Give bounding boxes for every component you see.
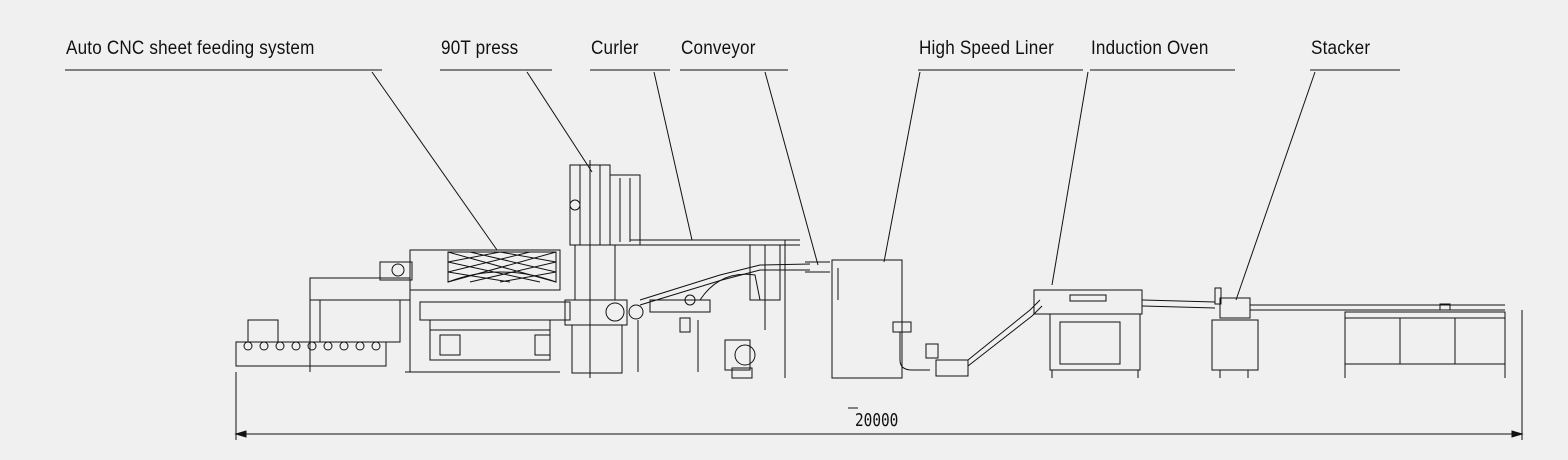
dimension-line	[234, 310, 1524, 440]
dimension-value: 20000	[855, 410, 899, 431]
oven-machine	[1033, 289, 1216, 378]
feeder-machine	[235, 249, 571, 373]
label-stacker: Stacker	[1311, 38, 1371, 59]
label-feeder: Auto CNC sheet feeding system	[66, 38, 315, 59]
label-conveyor: Conveyor	[681, 38, 756, 59]
stacker-machine	[1211, 287, 1506, 378]
label-liner: High Speed Liner	[919, 38, 1055, 59]
curler-conveyor	[630, 239, 830, 379]
feeder-rollers	[243, 341, 381, 351]
liner-machine	[831, 259, 1043, 379]
label-press: 90T press	[441, 38, 519, 59]
label-curler: Curler	[591, 38, 639, 59]
leader-lines	[371, 71, 1316, 301]
press-machine	[564, 160, 644, 378]
label-oven: Induction Oven	[1091, 38, 1209, 59]
